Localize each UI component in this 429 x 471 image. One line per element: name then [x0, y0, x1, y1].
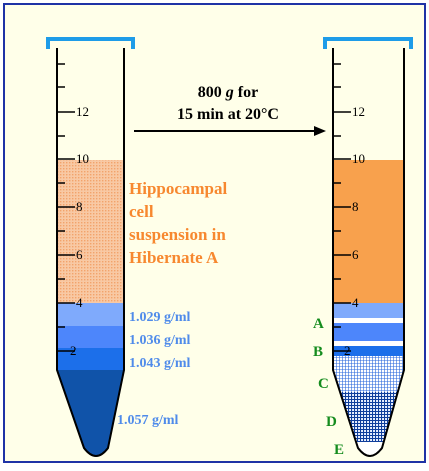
suspension-label-line3: suspension in	[129, 225, 226, 244]
left-tube-ticks	[57, 63, 75, 352]
right-tube-cap	[323, 37, 413, 49]
right-layer-1029	[333, 303, 404, 318]
suspension-label-line1: Hippocampal	[129, 179, 228, 198]
suspension-label-line2: cell	[129, 202, 154, 221]
density-label-1036: 1.036 g/ml	[129, 333, 191, 348]
left-tube-cap	[46, 37, 135, 49]
right-band-c	[333, 356, 404, 392]
centrifugation-line2: 15 min at 20°C	[177, 106, 279, 123]
density-label-1029: 1.029 g/ml	[129, 310, 191, 325]
left-scale-4: 4	[76, 295, 83, 310]
right-layer-1036	[333, 323, 404, 341]
suspension-label: Hippocampal cell suspension in Hibernate…	[129, 179, 228, 267]
left-tube-outline	[56, 48, 125, 457]
density-label-1057: 1.057 g/ml	[117, 413, 179, 428]
right-layer-1043	[333, 346, 404, 356]
density-label-1043: 1.043 g/ml	[129, 356, 191, 371]
right-scale-4: 4	[352, 295, 359, 310]
left-layer-1029	[57, 303, 124, 326]
left-scale-6: 6	[76, 247, 83, 262]
band-label-c: C	[318, 376, 329, 392]
arrow-icon	[134, 126, 326, 136]
left-layer-1036	[57, 326, 124, 348]
right-tube-outline	[332, 48, 405, 457]
band-label-a: A	[313, 316, 324, 332]
left-scale-10: 10	[76, 151, 89, 166]
right-scale-2: 2	[344, 343, 351, 358]
right-scale-10: 10	[352, 151, 365, 166]
right-tube-ticks	[333, 63, 351, 352]
left-scale-2: 2	[70, 343, 77, 358]
left-scale-8: 8	[76, 199, 83, 214]
right-suspension-layer	[333, 160, 404, 303]
right-scale-12: 12	[352, 104, 365, 119]
right-band-b	[333, 341, 404, 346]
left-layer-1043	[57, 348, 124, 370]
left-scale-12: 12	[76, 104, 89, 119]
right-scale-6: 6	[352, 247, 359, 262]
density-labels: 1.029 g/ml 1.036 g/ml 1.043 g/ml 1.057 g…	[117, 310, 191, 428]
right-band-a	[333, 318, 404, 323]
centrifugation-conditions: 800 g for 15 min at 20°C	[177, 84, 279, 123]
band-label-b: B	[313, 344, 323, 360]
centrifugation-line1: 800 g for	[198, 84, 258, 101]
right-scale-8: 8	[352, 199, 359, 214]
band-labels: A B C D E	[313, 316, 344, 458]
band-label-d: D	[326, 414, 337, 430]
suspension-label-line4: Hibernate A	[129, 248, 219, 267]
left-suspension-layer	[57, 160, 124, 303]
band-label-e: E	[334, 442, 344, 458]
